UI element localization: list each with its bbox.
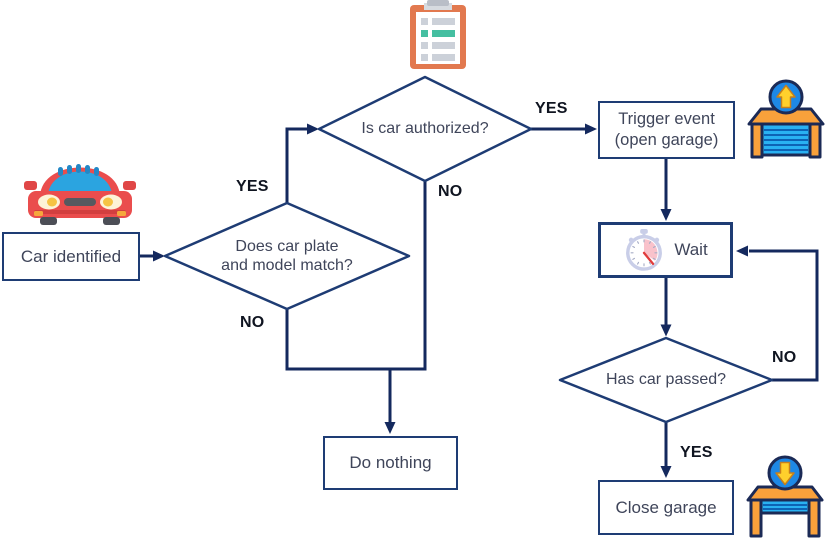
node-do-nothing: Do nothing <box>323 436 458 490</box>
garage-open-icon <box>747 79 825 159</box>
decision-plate-match-shape <box>163 201 411 311</box>
node-do-nothing-label: Do nothing <box>349 453 432 473</box>
edge-label-passed-yes: YES <box>680 444 713 461</box>
node-wait: Wait <box>598 222 733 278</box>
decision-plate-match-label: Does car plate and model match? <box>221 237 353 274</box>
node-trigger-event-label: Trigger event (open garage) <box>614 110 719 149</box>
node-car-identified: Car identified <box>2 232 140 281</box>
stopwatch-icon <box>626 229 663 271</box>
edge-label-plate-yes: YES <box>236 178 269 195</box>
checklist-clipboard-icon <box>410 0 466 69</box>
node-car-identified-label: Car identified <box>20 246 122 266</box>
node-close-garage-label: Close garage <box>615 497 717 517</box>
edge-label-authorized-yes: YES <box>535 100 568 117</box>
garage-close-icon <box>746 455 824 538</box>
edge-label-passed-no: NO <box>772 349 797 366</box>
node-wait-label: Wait <box>674 240 708 260</box>
node-close-garage: Close garage <box>598 480 734 535</box>
edge-label-authorized-no: NO <box>438 183 463 200</box>
edge-label-plate-no: NO <box>240 314 265 331</box>
decision-has-passed-shape <box>558 336 774 424</box>
car-icon <box>24 164 136 225</box>
node-trigger-event: Trigger event (open garage) <box>598 101 735 159</box>
decision-has-passed-label: Has car passed? <box>605 371 727 389</box>
decision-authorized-label: Is car authorized? <box>361 120 489 138</box>
decision-authorized-shape <box>317 75 533 183</box>
